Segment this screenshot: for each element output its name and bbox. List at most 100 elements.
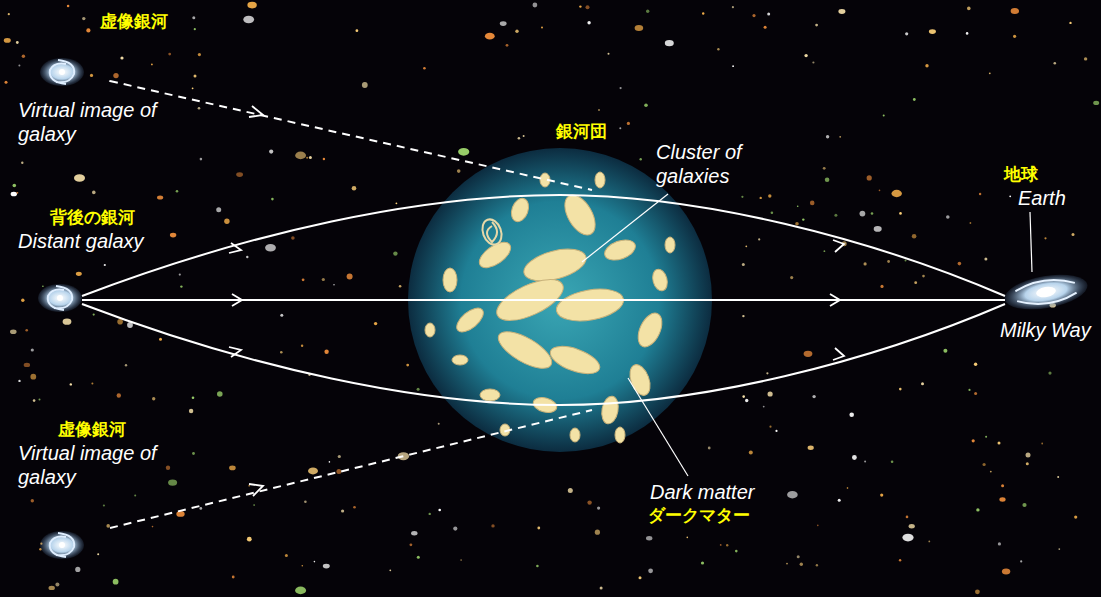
star [329,461,331,463]
star [929,29,936,34]
star [280,314,283,317]
leader-lines [582,194,1032,476]
star [323,158,325,160]
star [362,82,368,88]
star [802,218,804,220]
star [423,67,426,70]
star [125,364,127,366]
star [134,495,136,497]
star [500,21,507,26]
star [787,491,798,498]
star [597,507,600,510]
star [726,544,728,546]
star [248,485,250,487]
japanese-label: ダークマター [648,504,750,526]
star [67,5,70,8]
star [8,13,10,15]
star [314,561,316,563]
star [21,162,23,164]
star [702,12,704,14]
star [644,104,648,108]
star [10,329,17,334]
star [838,9,845,14]
star [176,511,184,517]
star [970,222,972,224]
star [224,219,229,224]
star [816,564,818,566]
star [302,565,304,567]
star [338,455,341,458]
star [216,207,221,212]
star [309,156,312,159]
star [717,48,719,50]
star [189,409,193,413]
star [324,350,328,354]
star [760,197,762,199]
star [199,507,202,510]
star [104,264,106,266]
star [246,256,248,258]
star [701,561,704,564]
star [600,587,603,590]
star [25,329,28,332]
star [864,461,866,463]
star [979,193,981,195]
star [640,158,642,160]
star [764,26,767,29]
star [745,245,747,247]
star [847,487,849,489]
star [232,576,235,579]
star [810,201,815,206]
star [166,466,170,470]
star [735,550,738,553]
star [824,250,826,252]
virtual-image-label: Virtual image of galaxy [18,98,158,146]
star [974,392,977,395]
star [438,509,441,512]
star [536,565,539,568]
star [587,21,590,24]
star [732,65,734,67]
star [31,499,34,502]
star [880,494,883,497]
star [790,276,793,279]
star [648,568,653,573]
star [741,196,743,198]
star [5,81,8,84]
star [1058,548,1060,550]
star [998,542,1001,545]
star [815,24,818,27]
star [1044,237,1046,239]
star [460,559,462,561]
virtual-image-label: Virtual image of galaxy [18,441,158,489]
star [301,345,303,347]
star [353,506,356,509]
star [849,412,854,417]
star [752,14,755,17]
star [198,53,201,56]
star [921,382,924,385]
star [396,202,398,204]
star [192,397,195,400]
star [905,32,908,35]
star [817,525,819,527]
star [775,430,777,432]
star [18,380,20,382]
cluster-galaxies [425,172,675,443]
dashed-arrowheads [249,106,263,496]
star [946,215,950,219]
star [769,426,771,428]
star [341,509,344,512]
star [389,569,391,571]
star [295,587,306,595]
star [541,26,543,28]
star [393,251,397,255]
virtual-image-lines [110,81,592,528]
star [627,122,630,125]
star [967,7,971,11]
star [976,508,979,511]
star [33,399,36,402]
star [742,263,745,266]
star [812,61,814,63]
